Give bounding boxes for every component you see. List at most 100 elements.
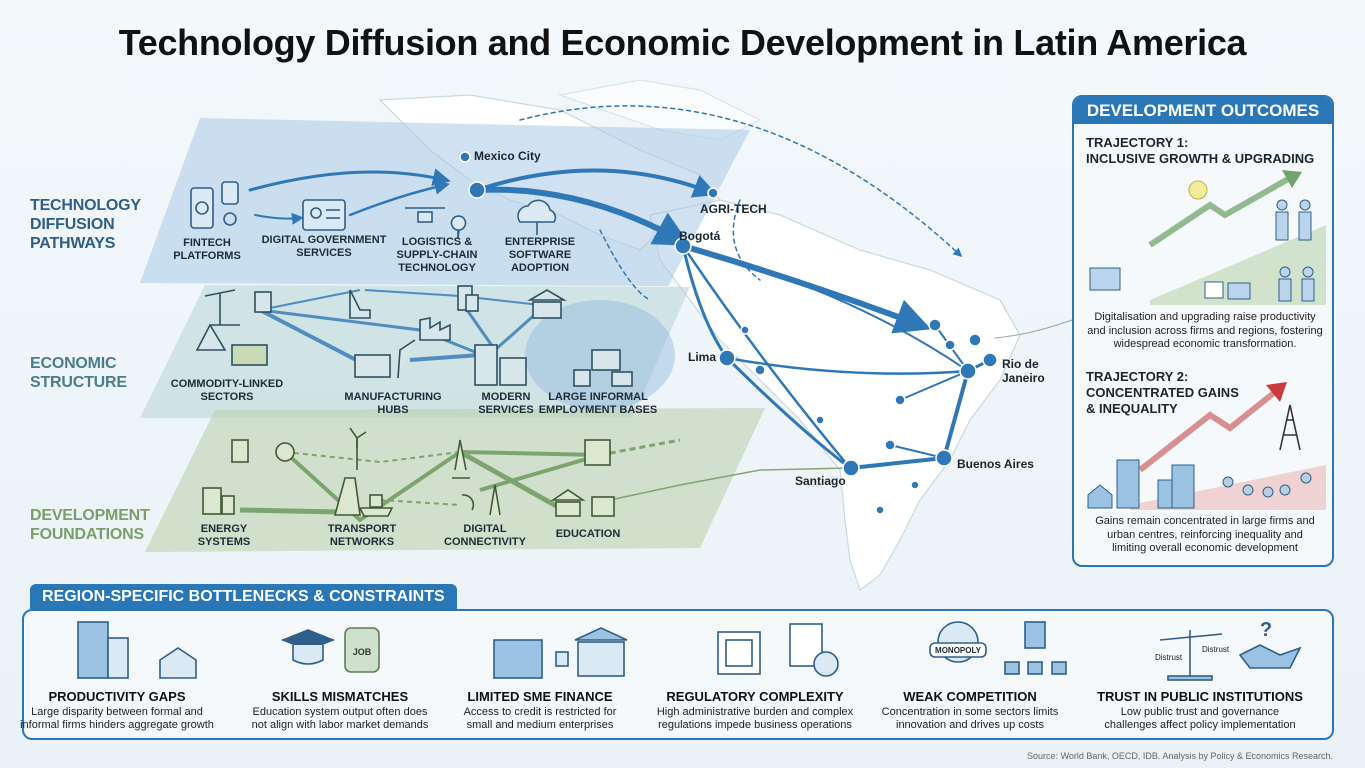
source-note: Source: World Bank, OECD, IDB. Analysis … xyxy=(1027,751,1333,761)
city-node xyxy=(707,187,719,199)
monopoly-globe-icon: MONOPOLY xyxy=(929,621,1067,675)
layer-technology-plane xyxy=(140,118,750,286)
desc-line: Digitalisation and upgrading raise produ… xyxy=(1094,311,1316,323)
desc-line: Large disparity between formal and xyxy=(31,706,203,718)
constraint-title: SKILLS MISMATCHES xyxy=(271,689,409,704)
layer-item-label: SYSTEMS xyxy=(198,536,251,548)
city-node xyxy=(740,325,750,335)
city-label-mexico-city: Mexico City xyxy=(474,149,541,163)
desc-line: informal firms hinders aggregate growth xyxy=(20,719,214,731)
antenna-icon xyxy=(452,439,501,516)
layer-item-label: DIGITAL GOVERNMENT xyxy=(262,234,387,246)
desc-line: Gains remain concentrated in large firms… xyxy=(1095,515,1315,527)
trajectory-2-title-line: CONCENTRATED GAINS xyxy=(1086,385,1239,400)
layer-item-label: PLATFORMS xyxy=(173,250,241,262)
scale-label-right: Distrust xyxy=(1202,645,1230,654)
shop-bank-icon xyxy=(493,627,628,679)
layer-label-line: ECONOMIC xyxy=(30,355,117,372)
wind-turbine-icon xyxy=(349,427,367,470)
cloud-icon xyxy=(517,199,557,235)
layer-item-label: SERVICES xyxy=(296,247,351,259)
layer-label-economic: ECONOMIC STRUCTURE xyxy=(30,354,127,392)
layer-item-label: FINTECH xyxy=(183,237,231,249)
desc-line: challenges affect policy implementation xyxy=(1104,719,1296,731)
outcomes-header: DEVELOPMENT OUTCOMES xyxy=(1074,97,1332,124)
desc-line: Concentration in some sectors limits xyxy=(881,706,1059,718)
layer-item-label: EDUCATION xyxy=(556,528,621,540)
desc-line: Low public trust and governance xyxy=(1120,706,1280,718)
city-label-bogota: Bogotá xyxy=(679,229,721,243)
id-card-icon xyxy=(302,199,346,231)
phone-tablet-icon xyxy=(457,285,479,312)
layer-label-line: FOUNDATIONS xyxy=(30,526,144,543)
city-node xyxy=(884,439,896,451)
layer-item-label: ENERGY xyxy=(201,523,248,535)
layer-item-label: DIGITAL xyxy=(463,523,506,535)
layer-label-line: TECHNOLOGY xyxy=(30,197,141,214)
oil-pump-icon xyxy=(195,289,272,366)
layer-item-label: TECHNOLOGY xyxy=(398,262,476,274)
layer-item-label: LARGE INFORMAL xyxy=(548,391,648,403)
trajectory-2-title-line: TRAJECTORY 2: xyxy=(1086,369,1189,384)
city-node xyxy=(875,505,885,515)
layer-label-foundations: DEVELOPMENT FOUNDATIONS xyxy=(30,506,150,544)
layer-label-line: STRUCTURE xyxy=(30,374,127,391)
layer-item-label: ADOPTION xyxy=(511,262,569,274)
trajectory-1-graphic xyxy=(1089,170,1326,305)
desc-line: limiting overall economic development xyxy=(1112,542,1298,554)
city-node xyxy=(944,339,956,351)
city-node xyxy=(754,364,766,376)
family-icon xyxy=(1275,199,1315,302)
city-node xyxy=(910,480,920,490)
constraints-header: REGION-SPECIFIC BOTTLENECKS & CONSTRAINT… xyxy=(30,584,457,609)
layer-item-label: MODERN xyxy=(482,391,531,403)
layer-item-label: MANUFACTURING xyxy=(344,391,441,403)
outcomes-panel-background xyxy=(1073,96,1333,566)
desc-line: regulations impede business operations xyxy=(658,719,852,731)
city-label-rio-line2: Janeiro xyxy=(1002,371,1045,385)
layer-item-label: COMMODITY-LINKED xyxy=(171,378,283,390)
robot-arm-icon xyxy=(354,339,416,379)
layer-item-label: CONNECTIVITY xyxy=(444,536,527,548)
layer-item-label: NETWORKS xyxy=(330,536,394,548)
trajectory-1-title-line: INCLUSIVE GROWTH & UPGRADING xyxy=(1086,151,1315,166)
desc-line: not align with labor market demands xyxy=(251,719,429,731)
city-label-lima: Lima xyxy=(688,350,716,364)
development-outcomes-panel: DEVELOPMENT OUTCOMES TRAJECTORY 1: INCLU… xyxy=(1072,95,1334,567)
school-icon xyxy=(550,439,615,517)
constraints-panel: PRODUCTIVITY GAPS Large disparity between… xyxy=(20,609,1334,740)
city-buildings-icon xyxy=(1087,459,1195,509)
layer-label-line: DEVELOPMENT xyxy=(30,507,150,524)
trajectory-1-desc: Digitalisation and upgrading raise produ… xyxy=(1080,311,1330,352)
chart-icon xyxy=(1204,281,1224,299)
desc-line: widespread economic transformation. xyxy=(1113,338,1297,350)
layer-item-label: ENTERPRISE xyxy=(505,236,575,248)
city-node xyxy=(468,181,486,199)
city-node xyxy=(968,333,982,347)
layer-item-label: SUPPLY-CHAIN xyxy=(397,249,478,261)
people-icon xyxy=(1222,472,1312,498)
layer-item-label: SECTORS xyxy=(201,391,254,403)
maze-document-icon xyxy=(717,623,839,677)
job-text: JOB xyxy=(353,647,372,657)
road-ship-icon xyxy=(333,477,394,517)
graduation-puzzle-icon: JOB xyxy=(280,627,380,673)
constraint-title: PRODUCTIVITY GAPS xyxy=(48,689,186,704)
desc-line: Access to credit is restricted for xyxy=(463,706,617,718)
layer-item-label: SERVICES xyxy=(478,404,533,416)
city-label-buenos-aires: Buenos Aires xyxy=(957,457,1034,471)
city-node xyxy=(674,237,692,255)
layer-item-label: SOFTWARE xyxy=(509,249,571,261)
constraint-item: PRODUCTIVITY GAPS Large disparity between… xyxy=(7,689,227,732)
factory-icon xyxy=(419,317,451,341)
city-node xyxy=(982,352,998,368)
